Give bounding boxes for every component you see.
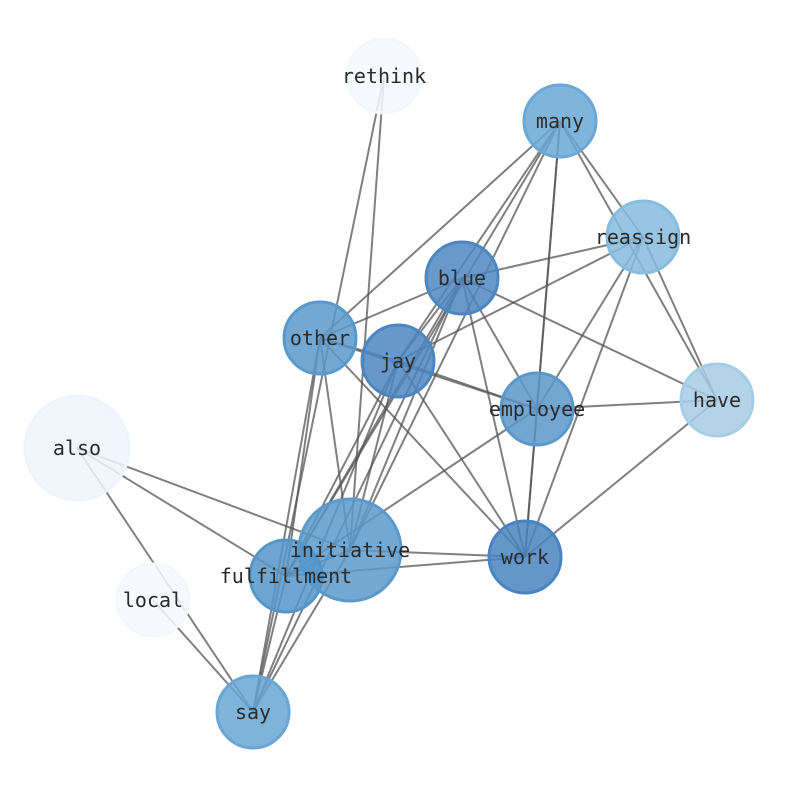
node-label: rethink [342, 64, 426, 88]
node-label: have [693, 388, 741, 412]
node-circle-jay[interactable] [360, 323, 436, 399]
node-circle-have[interactable] [679, 362, 755, 438]
node-label: other [290, 326, 350, 350]
edge-other-work [319, 337, 526, 558]
node-label: work [501, 545, 549, 569]
node-label: initiative [290, 538, 410, 562]
edge-many-other [319, 120, 561, 339]
edge-have-work [524, 399, 718, 558]
node-label: many [536, 109, 584, 133]
edge-many-jay [397, 120, 561, 362]
edge-reassign-work [524, 236, 644, 558]
node-label: fulfillment [220, 564, 352, 588]
node-circle-work[interactable] [487, 519, 563, 595]
edge-many-initiative [349, 120, 561, 551]
node-circle-local[interactable] [115, 562, 191, 638]
nodes-layer [23, 37, 755, 750]
node-circle-rethink[interactable] [345, 37, 423, 115]
labels-layer: rethink many reassign blue other jay employee h… [53, 64, 741, 724]
node-circle-say[interactable] [215, 674, 291, 750]
edge-rethink-say [252, 75, 385, 713]
edge-blue-have [461, 277, 718, 401]
node-label: employee [489, 397, 585, 421]
node-circle-other[interactable] [282, 300, 358, 376]
node-label: reassign [595, 225, 691, 249]
edge-other-say [252, 337, 321, 713]
node-circle-many[interactable] [522, 83, 598, 159]
node-label: also [53, 436, 101, 460]
node-circle-also[interactable] [23, 394, 131, 502]
node-label: blue [438, 266, 486, 290]
node-label: local [123, 588, 183, 612]
node-circle-fulfillment[interactable] [248, 538, 324, 614]
edge-other-fulfillment [285, 337, 321, 577]
node-label: say [235, 700, 271, 724]
node-circle-blue[interactable] [424, 240, 500, 316]
node-circle-reassign[interactable] [605, 199, 681, 275]
edge-reassign-jay [397, 236, 644, 362]
node-label: jay [380, 349, 416, 373]
edge-blue-work [461, 277, 526, 558]
edge-many-employee [536, 120, 561, 410]
edge-rethink-initiative [349, 75, 385, 551]
node-circle-employee[interactable] [499, 371, 575, 447]
